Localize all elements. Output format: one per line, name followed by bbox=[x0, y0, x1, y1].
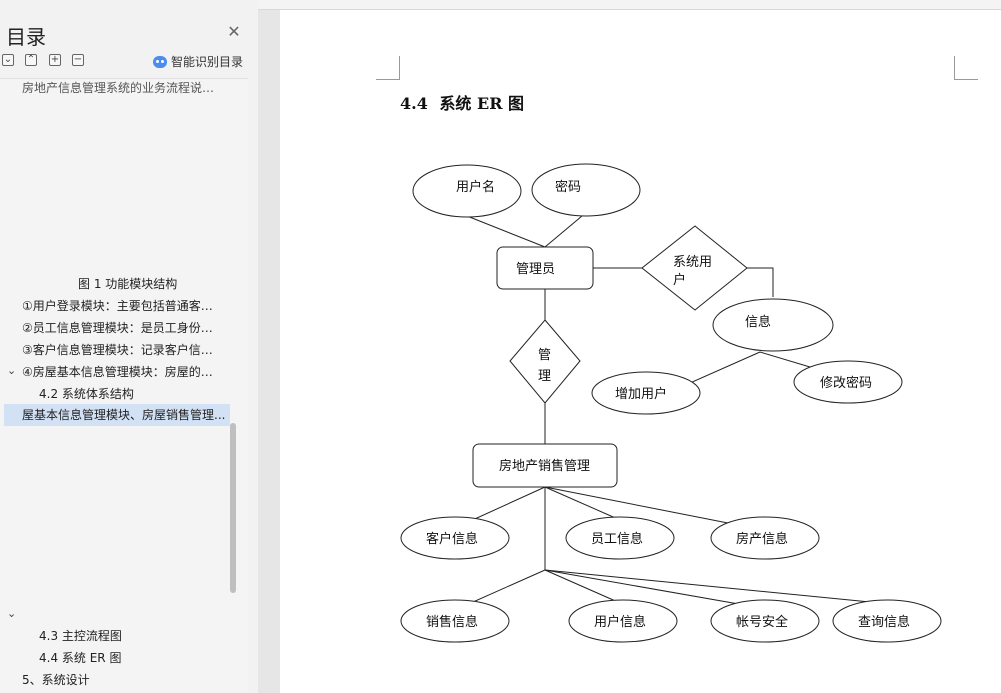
attr-label: 密码 bbox=[555, 179, 581, 195]
section-heading: 4.4 系统 ER 图 bbox=[400, 90, 524, 114]
toc-item[interactable]: ④房屋基本信息管理模块：房屋的基本... bbox=[22, 365, 222, 379]
close-icon[interactable]: ✕ bbox=[227, 22, 241, 41]
relation-diamond bbox=[641, 225, 748, 311]
toc-item[interactable]: 5、系统设计 bbox=[22, 673, 90, 687]
attr-label: 房产信息 bbox=[736, 531, 788, 547]
attribute-ellipse bbox=[400, 516, 510, 560]
heading-text: 系统 ER 图 bbox=[439, 94, 525, 113]
collapse-all-icon[interactable]: ⌄ bbox=[2, 54, 14, 66]
toc-item[interactable]: ①用户登录模块：主要包括普通客户... bbox=[22, 299, 222, 313]
document-page[interactable]: 4.4 系统 ER 图 bbox=[280, 10, 1001, 693]
toc-sidebar: 目录 ✕ ⌄ ⌃ + − 智能识别目录 房地产信息管理系统的业务流程说明... … bbox=[0, 0, 258, 693]
heading-number: 4.4 bbox=[400, 94, 428, 113]
toc-item[interactable]: 4.3 主控流程图 bbox=[39, 629, 122, 643]
attr-label: 客户信息 bbox=[426, 531, 478, 547]
attr-label: 员工信息 bbox=[591, 531, 643, 547]
expand-up-icon[interactable]: ⌃ bbox=[25, 54, 37, 66]
entity-rect bbox=[472, 443, 618, 488]
attr-label: 用户信息 bbox=[594, 614, 646, 630]
robot-icon bbox=[153, 55, 167, 68]
remove-heading-icon[interactable]: − bbox=[72, 54, 84, 66]
attribute-ellipse bbox=[565, 516, 675, 560]
connector-line bbox=[544, 486, 739, 526]
attr-label: 信息 bbox=[745, 314, 771, 330]
attr-label: 用户名 bbox=[456, 179, 495, 195]
attribute-ellipse bbox=[400, 599, 510, 643]
toc-item[interactable]: ③客户信息管理模块：记录客户信息... bbox=[22, 343, 222, 357]
relation-label: 户 bbox=[673, 272, 686, 288]
relation-diamond bbox=[509, 319, 581, 404]
crop-mark bbox=[954, 56, 978, 80]
connector-line bbox=[544, 486, 621, 521]
toc-item-selected[interactable]: 屋基本信息管理模块、房屋销售管理... bbox=[4, 404, 230, 426]
attribute-ellipse bbox=[412, 164, 522, 218]
attribute-ellipse bbox=[793, 360, 903, 404]
relation-label: 管 bbox=[538, 348, 551, 363]
attribute-ellipse bbox=[710, 599, 820, 643]
toc-item[interactable]: 4.2 系统体系结构 bbox=[39, 387, 134, 401]
attr-label: 增加用户 bbox=[615, 386, 667, 402]
toc-scrollbar[interactable] bbox=[230, 423, 236, 593]
relation-label: 理 bbox=[538, 369, 551, 384]
connector-line bbox=[544, 569, 751, 607]
connector-line bbox=[544, 569, 621, 604]
attr-label: 帐号安全 bbox=[736, 614, 788, 630]
add-heading-icon[interactable]: + bbox=[49, 54, 61, 66]
chevron-down-icon[interactable]: ⌄ bbox=[7, 364, 17, 377]
er-diagram: 用户名 密码 信息 增加用户 修改密码 客户信息 员工信息 房产信息 销售信息 … bbox=[400, 163, 942, 643]
crop-mark bbox=[376, 56, 400, 80]
document-area: 4.4 系统 ER 图 bbox=[258, 0, 1001, 693]
entity-rect bbox=[496, 246, 594, 290]
connector-line bbox=[544, 215, 583, 248]
entity-label: 房地产销售管理 bbox=[499, 458, 590, 474]
smart-toc-label: 智能识别目录 bbox=[171, 55, 244, 69]
entity-label: 管理员 bbox=[516, 262, 555, 277]
toc-item[interactable]: 图 1 功能模块结构 bbox=[78, 277, 178, 291]
attribute-ellipse bbox=[710, 516, 820, 560]
attr-label: 销售信息 bbox=[426, 614, 478, 630]
sidebar-title: 目录 bbox=[6, 25, 46, 49]
attribute-ellipse bbox=[712, 298, 834, 352]
toc-item[interactable]: 4.4 系统 ER 图 bbox=[39, 651, 122, 665]
connector-line bbox=[466, 215, 546, 248]
toc-list: 房地产信息管理系统的业务流程说明... 图 1 功能模块结构 ①用户登录模块：主… bbox=[0, 78, 248, 693]
smart-toc-button[interactable]: 智能识别目录 bbox=[153, 53, 243, 70]
connector-line bbox=[689, 351, 761, 384]
connector-line bbox=[544, 569, 871, 603]
connector-line bbox=[747, 267, 774, 297]
attribute-ellipse bbox=[531, 163, 641, 217]
ruler bbox=[258, 0, 1001, 10]
toc-item[interactable]: ②员工信息管理模块：是员工身份信息... bbox=[22, 321, 222, 335]
attribute-ellipse bbox=[591, 371, 701, 415]
attribute-ellipse bbox=[832, 599, 942, 643]
toc-item[interactable]: 房地产信息管理系统的业务流程说明... bbox=[22, 81, 222, 95]
chevron-down-icon[interactable]: ⌄ bbox=[7, 607, 17, 620]
attr-label: 查询信息 bbox=[858, 614, 910, 630]
attribute-ellipse bbox=[568, 599, 678, 643]
attr-label: 修改密码 bbox=[820, 375, 872, 391]
relation-label: 系统用 bbox=[673, 255, 712, 270]
